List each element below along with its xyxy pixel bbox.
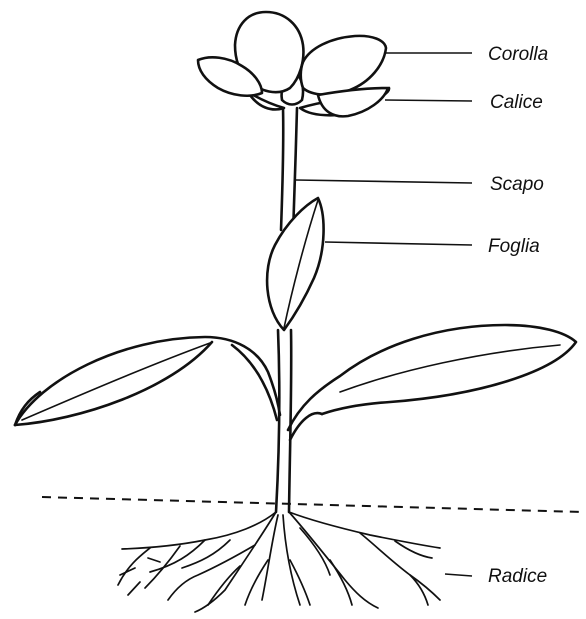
stem-lower [276, 330, 291, 512]
leader-foglia [325, 242, 472, 245]
label-calice: Calice [490, 92, 543, 113]
leader-scapo [296, 180, 472, 183]
leaf-right [288, 325, 576, 440]
leaf-small [267, 198, 323, 330]
label-scapo: Scapo [490, 174, 544, 195]
leaf-left [15, 337, 280, 425]
leader-calice [385, 100, 472, 101]
ground-line [42, 497, 582, 512]
label-foglia: Foglia [488, 236, 540, 257]
roots [118, 512, 440, 612]
leader-radice [445, 574, 472, 576]
label-corolla: Corolla [488, 44, 548, 65]
label-radice: Radice [488, 566, 547, 587]
